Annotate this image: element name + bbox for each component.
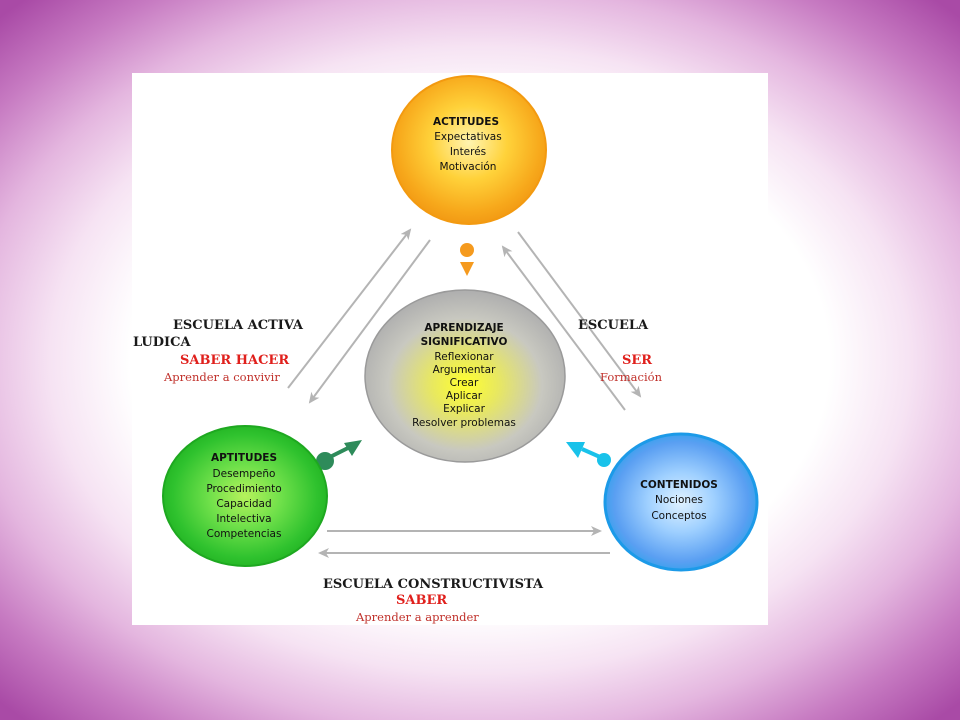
aptitudes-line: Capacidad [216,498,271,510]
contenidos-line: Conceptos [651,510,706,522]
arrow-actitudes-to-contenidos [517,231,642,398]
aprendizaje-line: Reflexionar [434,351,494,363]
actitudes-circle [391,75,547,225]
green-marker [316,440,362,470]
aprendizaje-title: SIGNIFICATIVO [421,336,508,348]
aprendizaje-line: Argumentar [433,364,497,376]
escuela-activa-sub: Aprender a convivir [163,370,280,384]
actitudes-title: ACTITUDES [433,116,499,128]
aptitudes-line: Intelectiva [216,513,271,525]
aprendizaje-line: Explicar [443,403,486,415]
escuela-constructivista-title: ESCUELA CONSTRUCTIVISTA [323,577,544,592]
aprendizaje-line: Aplicar [446,390,483,402]
escuela-activa-saber: SABER HACER [180,353,289,368]
contenidos-title: CONTENIDOS [640,479,718,491]
orange-marker [460,243,474,276]
connector-arrows [287,228,642,558]
escuela-ser-title: ESCUELA [578,318,649,333]
aprendizaje-line: Crear [450,377,479,389]
arrow-contenidos-to-actitudes [501,245,626,411]
escuela-constructivista-saber: SABER [396,593,447,608]
escuela-activa-title: ESCUELA ACTIVA [173,318,304,333]
arrow-aptitudes-to-actitudes [287,228,412,389]
aprendizaje-circle [364,289,566,463]
aptitudes-line: Competencias [207,528,282,540]
aptitudes-title: APTITUDES [211,452,277,464]
contenidos-line: Nociones [655,494,703,506]
arrow-actitudes-to-aptitudes [308,239,431,404]
escuela-constructivista-sub: Aprender a aprender [355,610,479,624]
actitudes-line: Motivación [440,161,497,173]
actitudes-line: Expectativas [434,131,501,143]
aprendizaje-title: APRENDIZAJE [424,322,503,334]
aptitudes-line: Procedimiento [206,483,281,495]
cyan-marker [566,442,611,467]
contenidos-circle [603,432,759,572]
escuela-activa-title: LUDICA [133,335,191,350]
escuela-ser-sub: Formación [600,370,663,384]
aprendizaje-line: Resolver problemas [412,417,516,429]
escuela-ser-saber: SER [622,353,652,368]
aptitudes-line: Desempeño [213,468,276,480]
actitudes-line: Interés [450,146,486,158]
aptitudes-circle [162,425,328,567]
